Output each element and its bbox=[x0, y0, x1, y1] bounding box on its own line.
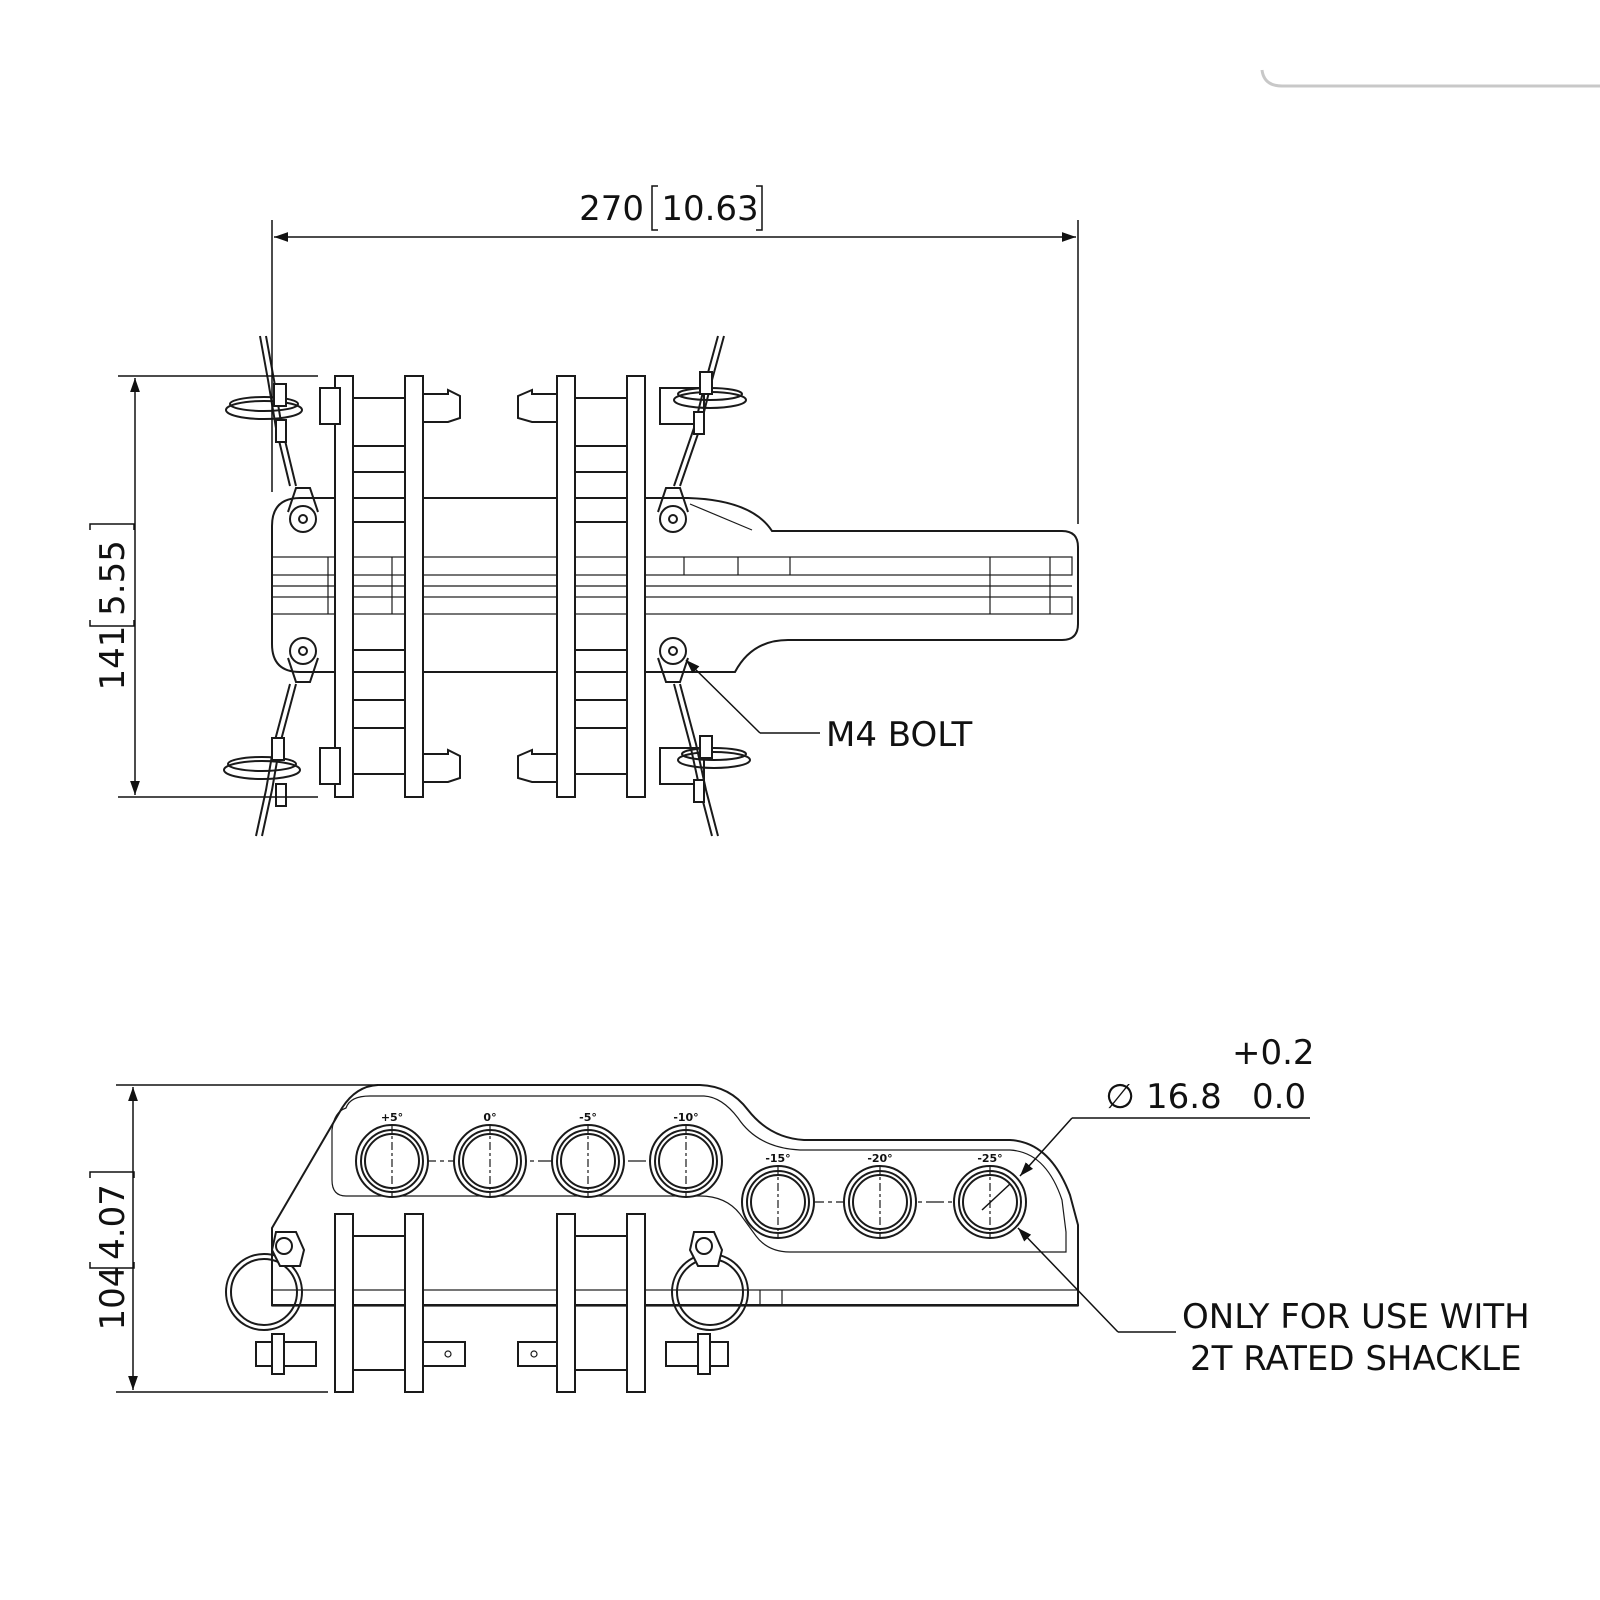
adjustment-hole: -5° bbox=[551, 1111, 625, 1198]
adjustment-hole: -10° bbox=[649, 1111, 723, 1198]
shackle-note-line2: 2T RATED SHACKLE bbox=[1190, 1339, 1522, 1379]
m4-bolt-label: M4 BOLT bbox=[826, 715, 973, 755]
angle-label: -25° bbox=[977, 1152, 1002, 1165]
adjustment-hole: -25° bbox=[953, 1152, 1027, 1239]
side-view: +5° 0° -5° -10° -15° -20° -25° bbox=[89, 1033, 1530, 1393]
shackle-callout: ONLY FOR USE WITH 2T RATED SHACKLE bbox=[1017, 1227, 1530, 1379]
diameter-value: 16.8 bbox=[1146, 1077, 1222, 1117]
side-height-dim-value: 104 bbox=[93, 1266, 133, 1331]
bolt-callout: M4 BOLT bbox=[685, 503, 973, 755]
angle-label: +5° bbox=[381, 1111, 403, 1124]
center-rails bbox=[271, 556, 1073, 615]
hole-recess bbox=[331, 1095, 1067, 1253]
shackle-note-line1: ONLY FOR USE WITH bbox=[1182, 1297, 1530, 1337]
left-clamp bbox=[319, 375, 461, 798]
adjustment-hole: -15° bbox=[741, 1152, 815, 1239]
width-dim-alt: 10.63 bbox=[661, 189, 758, 229]
width-dimension: 270 10.63 bbox=[271, 185, 1079, 524]
tolerance-lower: 0.0 bbox=[1252, 1077, 1306, 1117]
window-edge bbox=[1260, 69, 1600, 88]
hole-diameter-callout: ∅ 16.8 +0.2 0.0 bbox=[981, 1033, 1315, 1211]
angle-label: 0° bbox=[483, 1111, 496, 1124]
angle-label: -15° bbox=[765, 1152, 790, 1165]
angle-label: -5° bbox=[579, 1111, 597, 1124]
angle-label: -10° bbox=[673, 1111, 698, 1124]
pin-rings bbox=[225, 1231, 749, 1331]
height-dim-alt: 5.55 bbox=[93, 540, 133, 616]
side-clamps bbox=[255, 1213, 729, 1393]
height-dimension-top: 141 5.55 bbox=[89, 375, 318, 798]
height-dimension-side: 104 4.07 bbox=[89, 1084, 378, 1393]
width-dim-value: 270 bbox=[579, 189, 644, 229]
adjustment-hole: 0° bbox=[453, 1111, 527, 1198]
right-clamp bbox=[517, 375, 705, 798]
top-view: 270 10.63 141 5.55 M4 BOLT bbox=[89, 185, 1079, 837]
tolerance-upper: +0.2 bbox=[1232, 1033, 1315, 1073]
angle-label: -20° bbox=[867, 1152, 892, 1165]
adjustment-hole: +5° bbox=[355, 1111, 429, 1198]
diameter-symbol: ∅ bbox=[1105, 1077, 1135, 1117]
adjustment-holes: +5° 0° -5° -10° -15° -20° -25° bbox=[355, 1111, 1027, 1239]
m4-bolts bbox=[287, 487, 689, 683]
height-dim-value: 141 bbox=[93, 626, 133, 691]
base-plate bbox=[271, 497, 1079, 673]
lanyard-pins bbox=[223, 335, 751, 837]
side-height-dim-alt: 4.07 bbox=[93, 1184, 133, 1260]
adjustment-hole: -20° bbox=[843, 1152, 917, 1239]
side-plate bbox=[271, 1084, 1079, 1306]
